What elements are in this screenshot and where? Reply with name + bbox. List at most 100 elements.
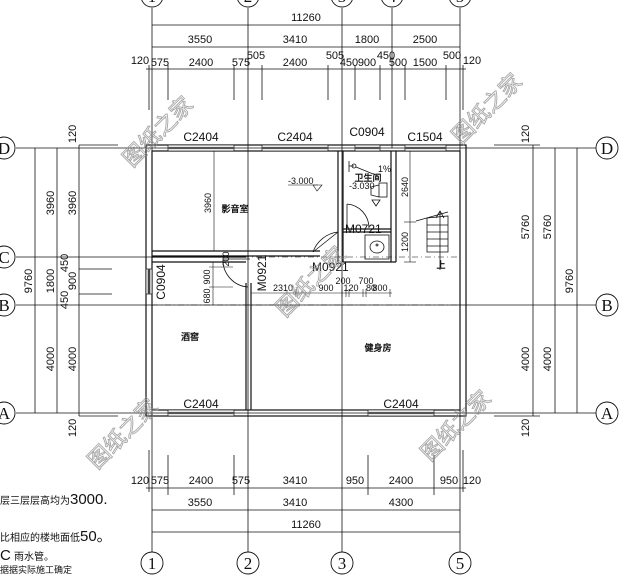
svg-text:900: 900 bbox=[202, 269, 212, 284]
svg-text:800: 800 bbox=[372, 283, 387, 293]
washbasin-icon bbox=[364, 234, 390, 260]
svg-text:505: 505 bbox=[247, 50, 265, 62]
svg-text:680: 680 bbox=[202, 288, 212, 303]
axis-right-d: D bbox=[601, 139, 613, 158]
svg-text:120: 120 bbox=[463, 55, 481, 67]
svg-text:200: 200 bbox=[221, 251, 231, 266]
svg-text:700: 700 bbox=[358, 276, 373, 286]
svg-text:575: 575 bbox=[232, 475, 250, 487]
svg-text:500: 500 bbox=[443, 50, 461, 62]
axis-bottom-2: 2 bbox=[244, 554, 253, 573]
svg-text:450: 450 bbox=[340, 57, 358, 69]
svg-text:4000: 4000 bbox=[520, 347, 532, 371]
svg-text:450: 450 bbox=[59, 254, 71, 272]
svg-text:900: 900 bbox=[67, 272, 79, 290]
left-dimension-text: 9760 3960 1800 4000 120 3960 450 900 450… bbox=[23, 125, 79, 437]
drawing-notes: 层三层层高均为3000. 比相应的楼地面低50。 C 雨水管。 据据实际施工确定 bbox=[0, 492, 140, 576]
note-floor-offset: 比相应的楼地面低50。 bbox=[0, 528, 112, 545]
window-label-c2404-bottom-right: C2404 bbox=[383, 397, 419, 411]
window-label-c1504-top-right: C1504 bbox=[407, 130, 443, 144]
room-bathroom: 卫生间 bbox=[354, 172, 381, 184]
svg-text:3410: 3410 bbox=[283, 475, 307, 487]
toilet-icon bbox=[370, 182, 388, 198]
watermark-text: 图纸之家 bbox=[448, 69, 528, 149]
window-c1504-top-right bbox=[404, 144, 447, 152]
svg-text:950: 950 bbox=[346, 475, 364, 487]
svg-text:120: 120 bbox=[67, 125, 79, 143]
axis-right-b: B bbox=[601, 296, 612, 315]
floor-drain-icon bbox=[371, 199, 381, 207]
bath-fixtures bbox=[348, 161, 390, 260]
svg-text:500: 500 bbox=[389, 57, 407, 69]
axis-left-a: A bbox=[0, 404, 11, 423]
axis-left-c: C bbox=[0, 248, 10, 267]
axis-bubbles bbox=[0, 0, 619, 575]
axis-top-3: 3 bbox=[338, 0, 347, 6]
watermark-text: 图纸之家 bbox=[417, 386, 497, 466]
room-gym: 健身房 bbox=[364, 342, 391, 354]
svg-text:4000: 4000 bbox=[67, 347, 79, 371]
svg-text:200: 200 bbox=[335, 276, 350, 286]
room-wine-cellar: 酒窖 bbox=[181, 331, 199, 343]
note-rain-pipe: C 雨水管。 bbox=[0, 547, 55, 564]
left-dimension-lines bbox=[34, 144, 118, 417]
watermark-text: 图纸之家 bbox=[84, 394, 164, 474]
axis-top-2: 2 bbox=[244, 0, 253, 6]
interior-dimension-text: 3960 2640 1200 200 900 680 2310 900 200 … bbox=[202, 177, 410, 304]
axis-bottom-3: 3 bbox=[338, 554, 347, 573]
window-c2404-bottom-right bbox=[367, 409, 435, 417]
windows bbox=[145, 144, 447, 417]
top-dimension-text: 11260 3550 3410 1800 2500 120 575 2400 5… bbox=[131, 12, 481, 69]
door-bath-swing bbox=[346, 203, 370, 229]
doors bbox=[222, 203, 370, 288]
door-labels: M0721 M0921 M0921 bbox=[255, 222, 382, 291]
svg-text:575: 575 bbox=[151, 57, 169, 69]
axis-bubble-labels: 1 2 3 4 5 1 2 3 5 D C B A D B A bbox=[0, 0, 614, 573]
axis-right-a: A bbox=[601, 404, 614, 423]
svg-text:2400: 2400 bbox=[389, 475, 413, 487]
svg-text:1200: 1200 bbox=[400, 232, 410, 252]
note-floor-height: 层三层层高均为3000. bbox=[0, 491, 108, 508]
window-c0904-top-bath bbox=[354, 144, 381, 152]
svg-text:9760: 9760 bbox=[564, 269, 576, 293]
bottom-dimension-text: 120 575 2400 575 3410 950 2400 950 120 3… bbox=[131, 475, 481, 531]
svg-text:2400: 2400 bbox=[189, 57, 213, 69]
window-label-c0904-top-bath: C0904 bbox=[349, 125, 385, 139]
svg-text:4000: 4000 bbox=[45, 347, 57, 371]
svg-text:120: 120 bbox=[463, 475, 481, 487]
right-dimension-lines bbox=[494, 144, 578, 417]
svg-text:120: 120 bbox=[520, 125, 532, 143]
door-label-m0721: M0721 bbox=[345, 222, 382, 236]
svg-text:900: 900 bbox=[318, 283, 333, 293]
svg-text:505: 505 bbox=[326, 50, 344, 62]
stair-up-label: 上 bbox=[436, 259, 445, 271]
svg-text:120: 120 bbox=[131, 55, 149, 67]
svg-text:3960: 3960 bbox=[45, 191, 57, 215]
door-label-m0921-av: M0921 bbox=[312, 260, 349, 274]
window-c2404-top-mid bbox=[261, 144, 329, 152]
svg-text:4000: 4000 bbox=[542, 347, 554, 371]
window-label-c2404-bottom-left: C2404 bbox=[183, 397, 219, 411]
axis-bottom-1: 1 bbox=[148, 554, 157, 573]
window-labels: C2404 C2404 C0904 C1504 C0904 C2404 C240… bbox=[154, 125, 443, 411]
svg-text:5760: 5760 bbox=[542, 215, 554, 239]
room-labels: -3.000 -3.030 1% 影音室 卫生间 酒窖 健身房 上 bbox=[181, 164, 446, 354]
svg-text:3550: 3550 bbox=[188, 497, 212, 509]
stairs bbox=[415, 210, 449, 270]
svg-text:3550: 3550 bbox=[188, 34, 212, 46]
drain-slope: 1% bbox=[378, 164, 391, 174]
svg-text:900: 900 bbox=[358, 57, 376, 69]
axis-left-b: B bbox=[0, 296, 10, 315]
axis-left-d: D bbox=[0, 139, 10, 158]
svg-text:1800: 1800 bbox=[45, 269, 57, 293]
svg-text:4300: 4300 bbox=[389, 497, 413, 509]
svg-text:80: 80 bbox=[366, 283, 376, 293]
note-construction: 据据实际施工确定 bbox=[0, 566, 73, 576]
elevation-marker-main: -3.000 bbox=[288, 176, 314, 186]
svg-text:120: 120 bbox=[67, 419, 79, 437]
svg-text:3410: 3410 bbox=[283, 34, 307, 46]
top-dimension-lines bbox=[146, 24, 466, 110]
svg-text:120: 120 bbox=[520, 419, 532, 437]
svg-text:120: 120 bbox=[343, 283, 358, 293]
